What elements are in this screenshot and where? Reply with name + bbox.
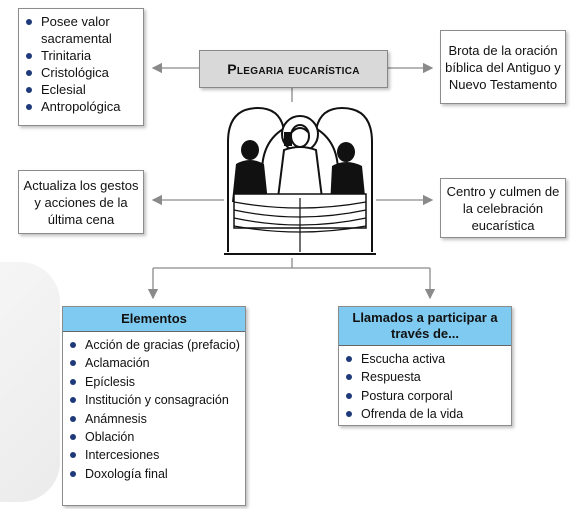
elemento-item: Oblación (67, 428, 241, 446)
elemento-item: Epíclesis (67, 373, 241, 391)
actualiza-text: Actualiza los gestos y acciones de la úl… (23, 177, 139, 227)
elemento-item: Doxología final (67, 465, 241, 483)
elemento-item: Institución y consagración (67, 391, 241, 409)
participar-header: Llamados a participar a través de... (339, 307, 511, 346)
actualiza-box: Actualiza los gestos y acciones de la úl… (18, 170, 144, 234)
characteristic-item: Eclesial (23, 81, 143, 98)
characteristic-item: Antropológica (23, 98, 143, 115)
participar-item: Escucha activa (343, 350, 507, 368)
origin-box: Brota de la oración bíblica del Antiguo … (440, 30, 566, 104)
last-supper-illustration (224, 106, 376, 255)
centro-text: Centro y culmen de la celebración eucarí… (446, 183, 560, 233)
characteristic-item: Trinitaria (23, 47, 143, 64)
characteristic-item: Cristológica (23, 64, 143, 81)
participar-item: Respuesta (343, 368, 507, 386)
elemento-item: Aclamación (67, 354, 241, 372)
characteristic-item: Posee valor sacramental (23, 13, 143, 47)
elementos-box: Elementos Acción de gracias (prefacio)Ac… (62, 306, 246, 506)
participar-item: Ofrenda de la vida (343, 405, 507, 423)
elemento-item: Anámnesis (67, 410, 241, 428)
diagram-title: Plegaria eucarística (199, 50, 388, 88)
participar-item: Postura corporal (343, 387, 507, 405)
title-text: Plegaria eucarística (227, 61, 360, 77)
background-decoration (0, 262, 60, 502)
participar-box: Llamados a participar a través de... Esc… (338, 306, 512, 426)
origin-text: Brota de la oración bíblica del Antiguo … (445, 42, 561, 92)
elementos-header: Elementos (63, 307, 245, 332)
elemento-item: Acción de gracias (prefacio) (67, 336, 241, 354)
centro-box: Centro y culmen de la celebración eucarí… (440, 178, 566, 238)
elemento-item: Intercesiones (67, 446, 241, 464)
